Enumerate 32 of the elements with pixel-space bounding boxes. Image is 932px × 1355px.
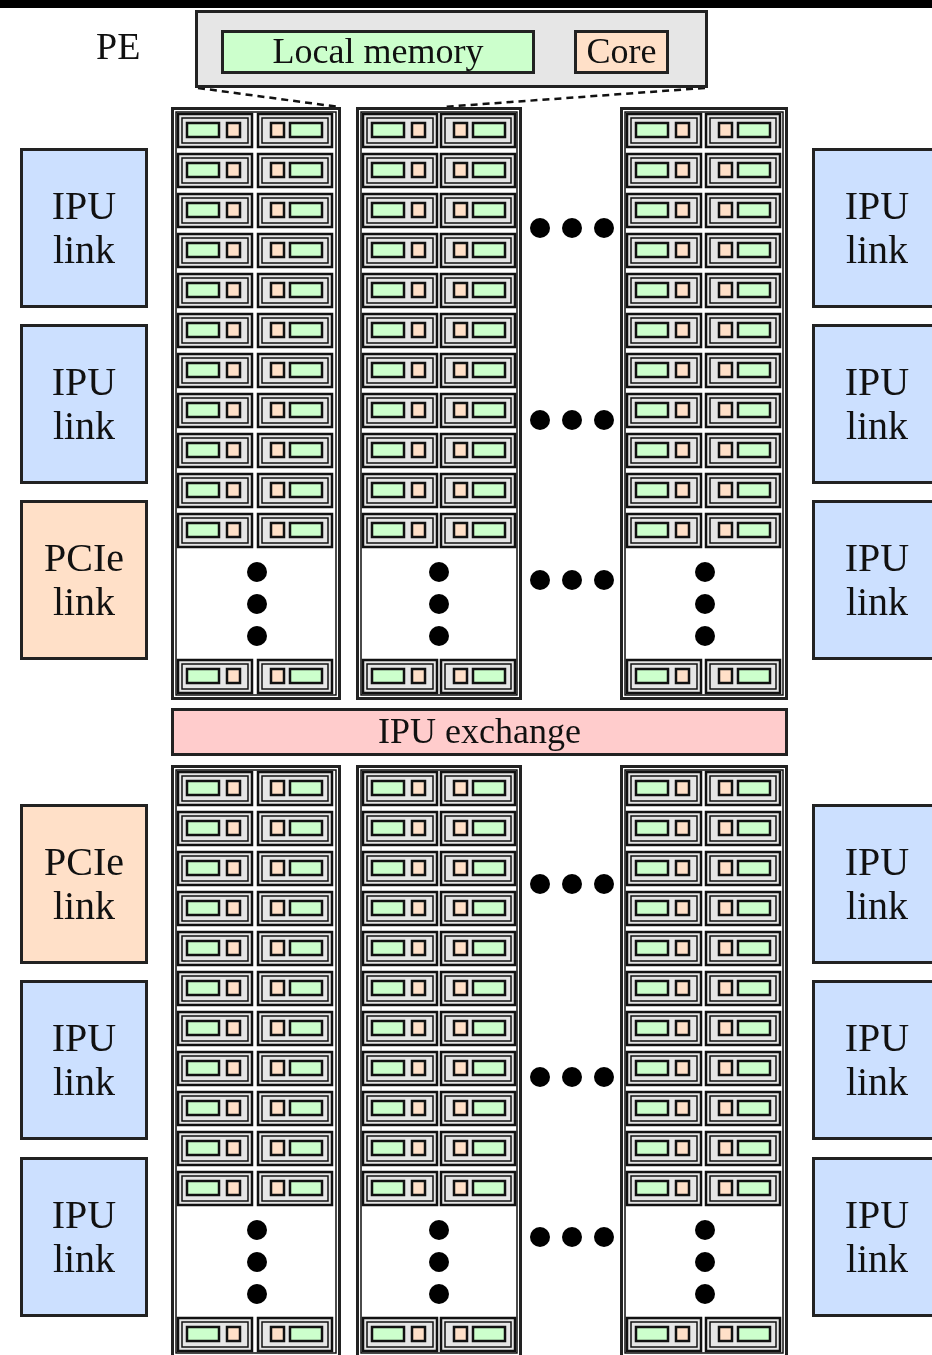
- link-box: [812, 980, 932, 1140]
- pe-detail-box: [195, 10, 708, 88]
- link-box: [812, 1157, 932, 1317]
- link-box: [812, 500, 932, 660]
- link-label: IPU link: [843, 840, 911, 928]
- pe-label: PE: [96, 24, 141, 68]
- link-box: [20, 500, 148, 660]
- link-box: [20, 980, 148, 1140]
- link-box: [20, 324, 148, 484]
- exchange-bar: [171, 708, 788, 756]
- memory-box: [221, 30, 535, 74]
- link-label: PCIe link: [43, 536, 125, 624]
- link-label: IPU link: [50, 184, 118, 272]
- link-label: IPU link: [843, 184, 911, 272]
- link-label: IPU link: [843, 1016, 911, 1104]
- box-label: Core: [586, 32, 657, 72]
- link-label: IPU link: [50, 360, 118, 448]
- link-label: IPU link: [50, 1193, 118, 1281]
- link-box: [812, 148, 932, 308]
- link-label: IPU link: [843, 1193, 911, 1281]
- box-label: IPU exchange: [378, 712, 581, 752]
- core-box: [574, 30, 669, 74]
- link-label: IPU link: [50, 1016, 118, 1104]
- link-box: [812, 804, 932, 964]
- link-label: IPU link: [843, 360, 911, 448]
- link-box: [812, 324, 932, 484]
- link-label: PCIe link: [43, 840, 125, 928]
- box-label: Local memory: [272, 32, 484, 72]
- link-box: [20, 1157, 148, 1317]
- link-box: [20, 804, 148, 964]
- link-box: [20, 148, 148, 308]
- link-label: IPU link: [843, 536, 911, 624]
